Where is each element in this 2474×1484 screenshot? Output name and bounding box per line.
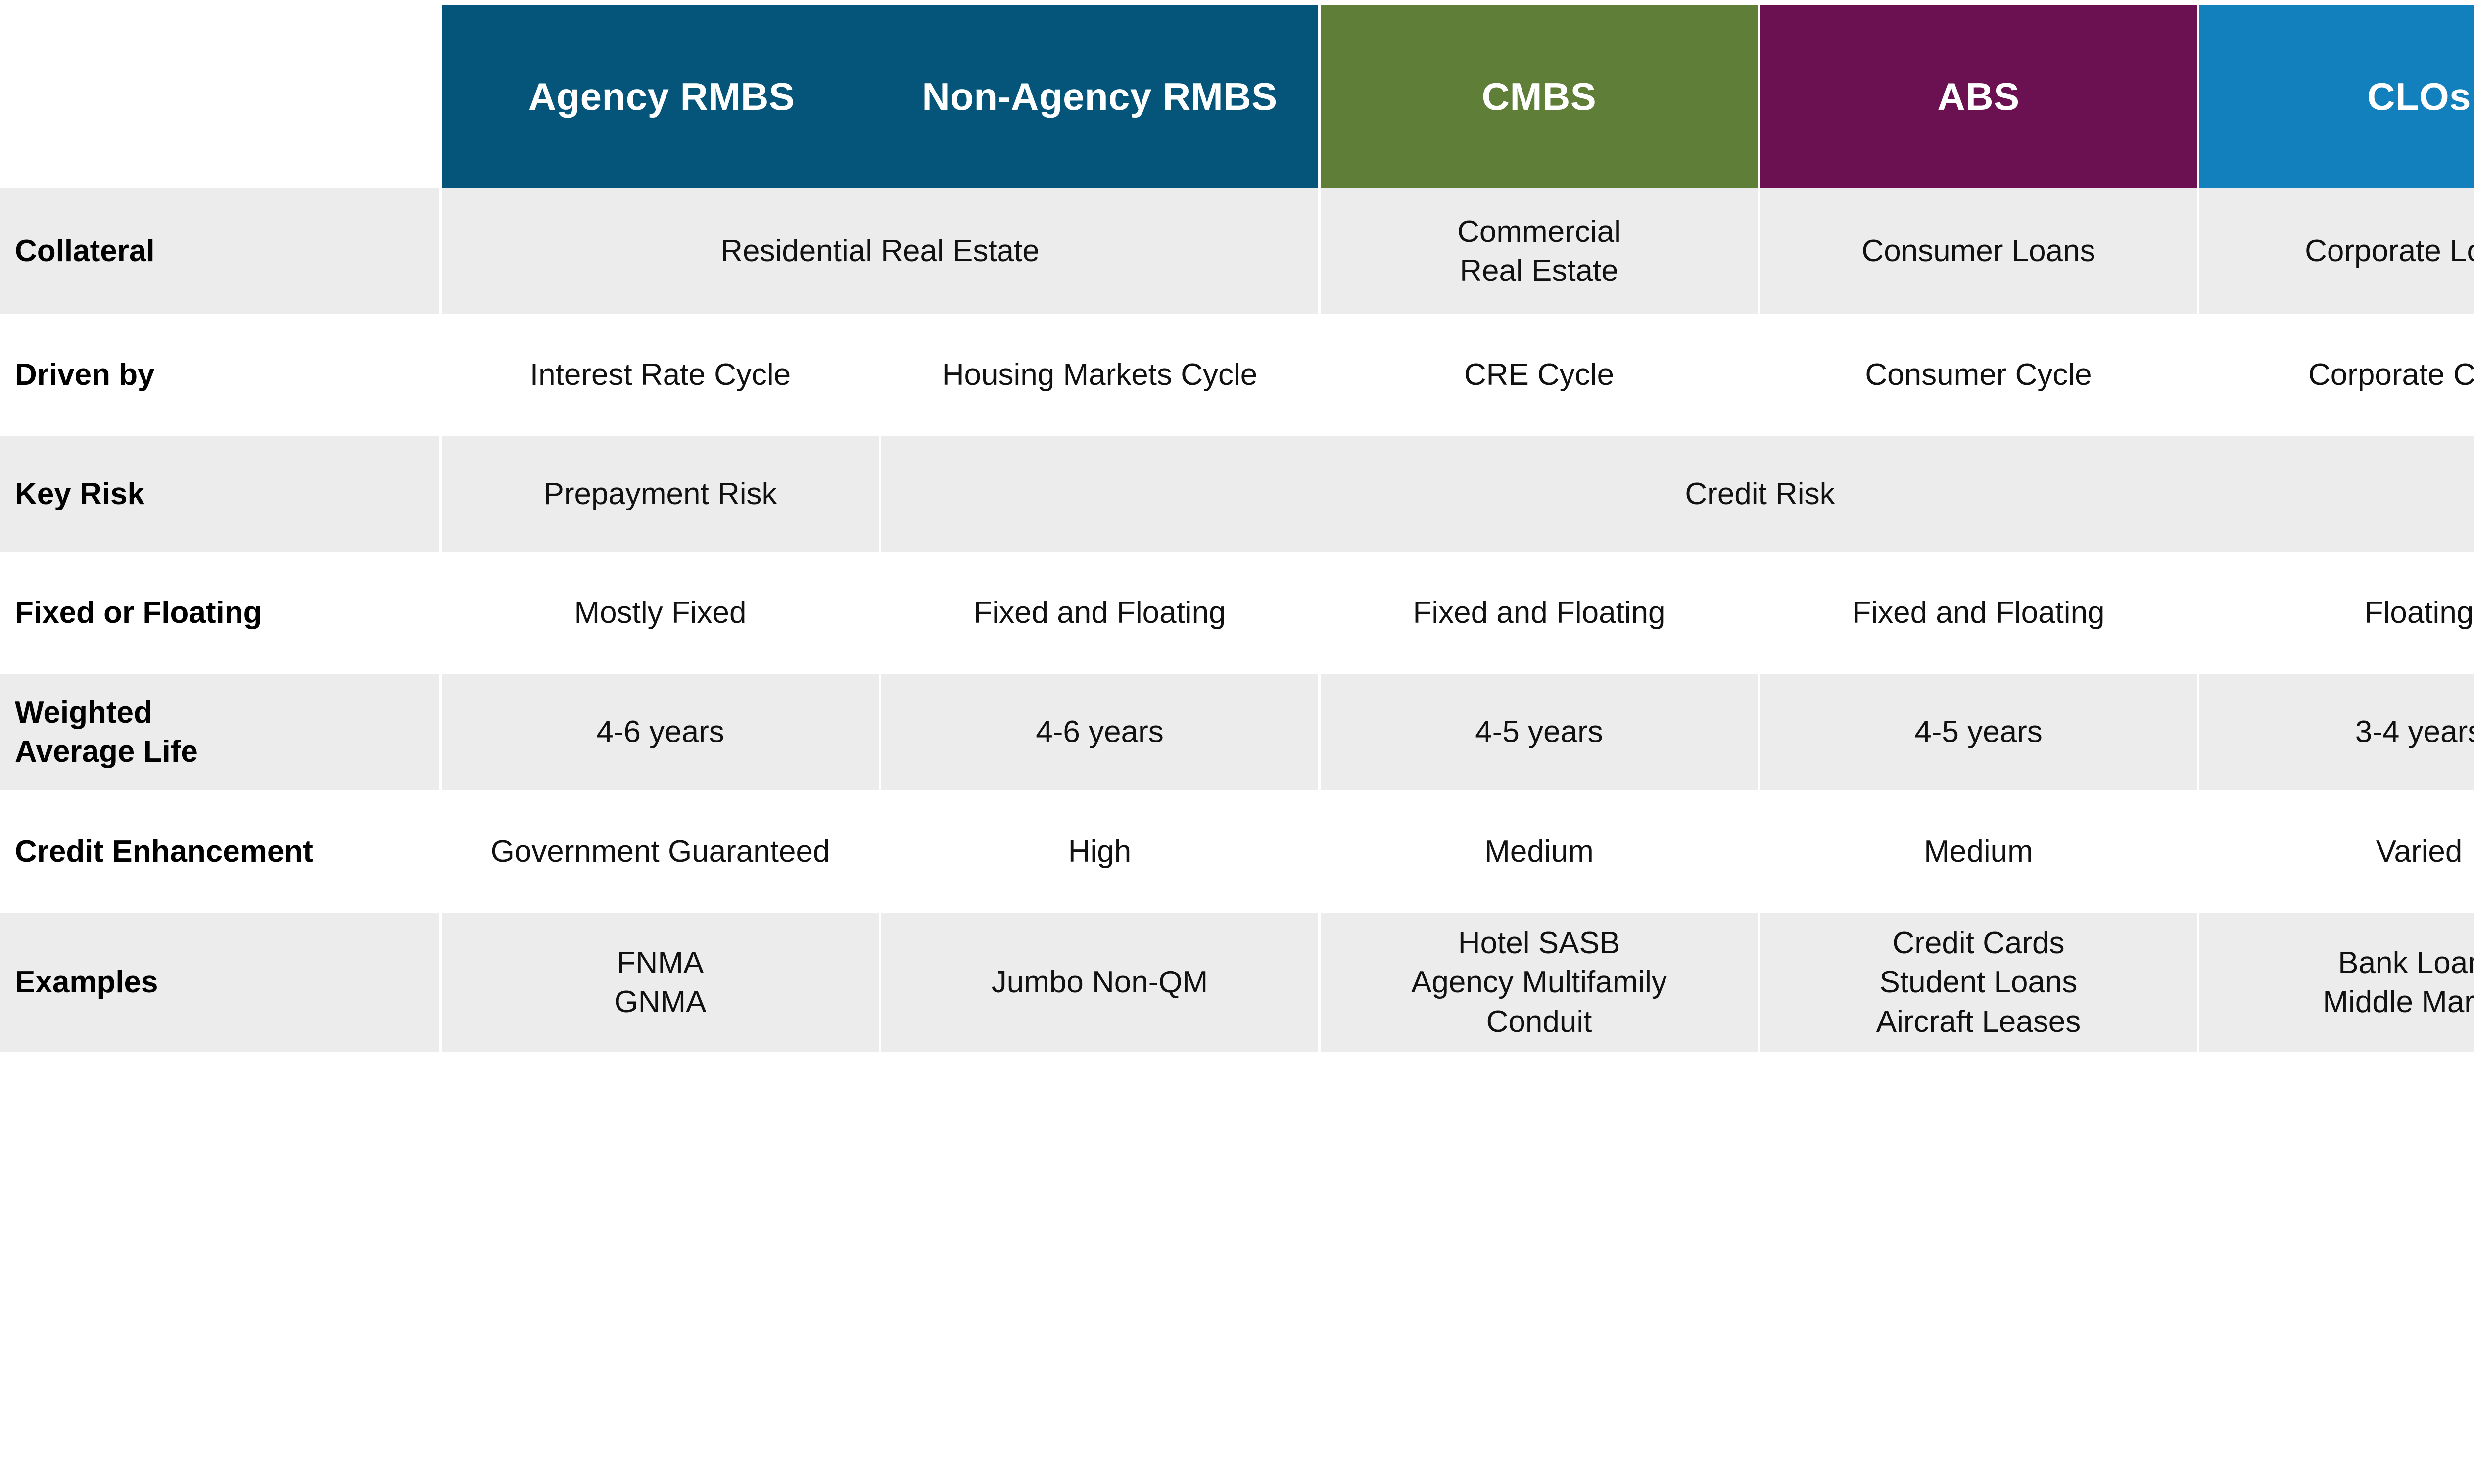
cell-credenh-clos: Varied (2199, 794, 2474, 913)
cell-line: Agency Multifamily (1411, 965, 1667, 1000)
cell-wal-cmbs: 4-5 years (1321, 674, 1760, 794)
header-corner-cell (0, 5, 442, 188)
cell-credenh-non-agency-rmbs: High (881, 794, 1321, 913)
cell-examples-abs: Credit Cards Student Loans Aircraft Leas… (1760, 913, 2199, 1056)
cell-fixfloat-agency-rmbs: Mostly Fixed (442, 556, 881, 674)
column-header-clos: CLOs (2199, 5, 2474, 188)
cell-collateral-abs: Consumer Loans (1760, 188, 2199, 318)
cell-fixfloat-clos: Floating (2199, 556, 2474, 674)
cell-credenh-cmbs: Medium (1321, 794, 1760, 913)
row-label-key-risk: Key Risk (0, 436, 442, 556)
cell-driven-clos: Corporate Cycle (2199, 318, 2474, 436)
column-header-agency-rmbs: Agency RMBS (442, 5, 881, 188)
cell-wal-agency-rmbs: 4-6 years (442, 674, 881, 794)
table-row: Collateral Residential Real Estate Comme… (0, 188, 2474, 318)
row-label-line: Weighted (15, 695, 152, 730)
row-label-credit-enhancement: Credit Enhancement (0, 794, 442, 913)
cell-line: Conduit (1486, 1004, 1592, 1039)
cell-examples-cmbs: Hotel SASB Agency Multifamily Conduit (1321, 913, 1760, 1056)
table-row: Examples FNMA GNMA Jumbo Non-QM Hotel SA… (0, 913, 2474, 1056)
table-row: Driven by Interest Rate Cycle Housing Ma… (0, 318, 2474, 436)
cell-examples-clos: Bank Loans Middle Market (2199, 913, 2474, 1056)
cell-line: Middle Market (2323, 985, 2474, 1019)
cell-driven-agency-rmbs: Interest Rate Cycle (442, 318, 881, 436)
cell-driven-non-agency-rmbs: Housing Markets Cycle (881, 318, 1321, 436)
cell-collateral-cmbs: Commercial Real Estate (1321, 188, 1760, 318)
cell-examples-non-agency-rmbs: Jumbo Non-QM (881, 913, 1321, 1056)
cell-wal-clos: 3-4 years (2199, 674, 2474, 794)
cell-line: Commercial (1457, 214, 1621, 249)
row-label-driven-by: Driven by (0, 318, 442, 436)
cell-wal-abs: 4-5 years (1760, 674, 2199, 794)
cell-keyrisk-agency-rmbs: Prepayment Risk (442, 436, 881, 556)
cell-driven-cmbs: CRE Cycle (1321, 318, 1760, 436)
table-row: Credit Enhancement Government Guaranteed… (0, 794, 2474, 913)
cell-driven-abs: Consumer Cycle (1760, 318, 2199, 436)
table-body: Collateral Residential Real Estate Comme… (0, 188, 2474, 1056)
row-label-fixed-or-floating: Fixed or Floating (0, 556, 442, 674)
cell-collateral-clos: Corporate Loans (2199, 188, 2474, 318)
column-header-non-agency-rmbs: Non-Agency RMBS (881, 5, 1321, 188)
row-label-examples: Examples (0, 913, 442, 1056)
cell-fixfloat-non-agency-rmbs: Fixed and Floating (881, 556, 1321, 674)
cell-collateral-residential: Residential Real Estate (442, 188, 1321, 318)
table-row: Weighted Average Life 4-6 years 4-6 year… (0, 674, 2474, 794)
cell-line: Real Estate (1460, 254, 1618, 288)
row-label-collateral: Collateral (0, 188, 442, 318)
cell-line: Credit Cards (1892, 926, 2065, 960)
cell-line: Aircraft Leases (1876, 1004, 2081, 1039)
column-header-abs: ABS (1760, 5, 2199, 188)
cell-line: Student Loans (1879, 965, 2078, 1000)
table-row: Fixed or Floating Mostly Fixed Fixed and… (0, 556, 2474, 674)
row-label-line: Average Life (15, 735, 198, 769)
cell-line: GNMA (614, 985, 707, 1019)
table-header: Agency RMBS Non-Agency RMBS CMBS ABS CLO… (0, 5, 2474, 188)
row-label-weighted-average-life: Weighted Average Life (0, 674, 442, 794)
cell-examples-agency-rmbs: FNMA GNMA (442, 913, 881, 1056)
cell-wal-non-agency-rmbs: 4-6 years (881, 674, 1321, 794)
cell-line: Hotel SASB (1458, 926, 1620, 960)
header-row: Agency RMBS Non-Agency RMBS CMBS ABS CLO… (0, 5, 2474, 188)
cell-line: Bank Loans (2338, 945, 2474, 980)
cell-fixfloat-cmbs: Fixed and Floating (1321, 556, 1760, 674)
cell-line: FNMA (617, 945, 704, 980)
cell-credenh-agency-rmbs: Government Guaranteed (442, 794, 881, 913)
cell-keyrisk-credit-risk: Credit Risk (881, 436, 2474, 556)
column-header-cmbs: CMBS (1321, 5, 1760, 188)
cell-credenh-abs: Medium (1760, 794, 2199, 913)
table-row: Key Risk Prepayment Risk Credit Risk (0, 436, 2474, 556)
cell-fixfloat-abs: Fixed and Floating (1760, 556, 2199, 674)
securitized-products-table: Agency RMBS Non-Agency RMBS CMBS ABS CLO… (0, 5, 2474, 1056)
